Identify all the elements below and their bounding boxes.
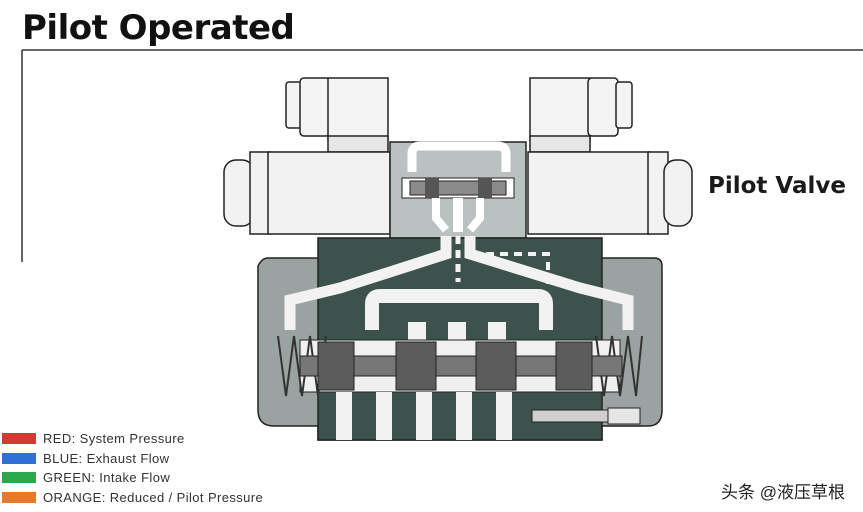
spring-left bbox=[277, 335, 327, 397]
legend-swatch-green bbox=[2, 472, 36, 484]
legend-swatch-red bbox=[2, 433, 36, 445]
pilot-valve-label: Pilot Valve bbox=[708, 173, 846, 199]
main-valve-body bbox=[257, 236, 663, 441]
legend-item-blue: BLUE: Exhaust Flow bbox=[2, 449, 263, 469]
spring-right bbox=[595, 335, 643, 397]
watermark-credit: 头条 @液压草根 bbox=[721, 483, 845, 502]
legend-label: RED: System Pressure bbox=[43, 431, 185, 447]
solenoid-coil-left bbox=[223, 151, 391, 235]
legend-label: ORANGE: Reduced / Pilot Pressure bbox=[43, 489, 264, 505]
main-spool bbox=[299, 341, 623, 391]
legend-label: BLUE: Exhaust Flow bbox=[43, 450, 170, 466]
solenoid-connector-left bbox=[285, 77, 389, 153]
legend-label: GREEN: Intake Flow bbox=[43, 470, 171, 486]
legend-swatch-blue bbox=[2, 452, 36, 464]
solenoid-coil-right bbox=[527, 151, 693, 235]
page-title: Pilot Operated bbox=[22, 8, 295, 48]
color-legend: RED: System Pressure BLUE: Exhaust Flow … bbox=[2, 429, 263, 507]
legend-item-red: RED: System Pressure bbox=[2, 429, 263, 449]
pilot-valve-body bbox=[389, 141, 527, 239]
legend-item-green: GREEN: Intake Flow bbox=[2, 468, 263, 488]
solenoid-connector-right bbox=[529, 77, 633, 153]
frame bbox=[21, 49, 863, 262]
legend-swatch-orange bbox=[2, 491, 36, 503]
legend-item-orange: ORANGE: Reduced / Pilot Pressure bbox=[2, 488, 263, 508]
